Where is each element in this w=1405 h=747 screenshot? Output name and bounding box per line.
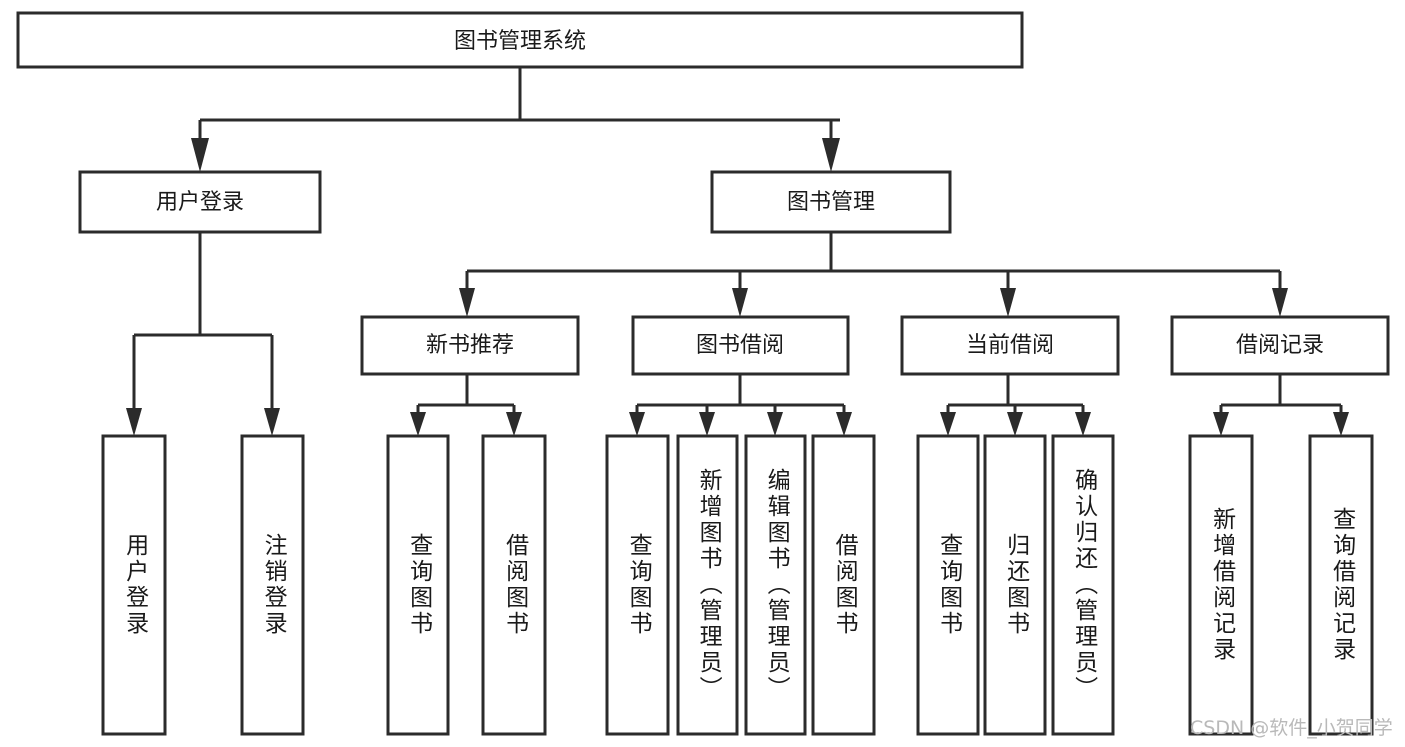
- node-book-management-label: 图书管理: [787, 190, 875, 215]
- arrowhead-to-book-borrow: [732, 288, 748, 317]
- node-book-borrow-label: 图书借阅: [696, 333, 784, 358]
- arrowhead-to-current-borrow: [1000, 288, 1016, 317]
- node-book-management[interactable]: 图书管理: [710, 170, 952, 234]
- node-borrow-record-label: 借阅记录: [1236, 333, 1324, 358]
- csdn-watermark: CSDN @软件_小贺同学: [1190, 717, 1393, 739]
- leaf-box-edit-book[interactable]: [744, 434, 807, 736]
- node-new-book-recommend-box[interactable]: [360, 315, 580, 376]
- arrowhead-to-borrow-record: [1272, 288, 1288, 317]
- connector-group-userlogin-to-leaves: [126, 232, 280, 436]
- node-user-login[interactable]: 用户登录: [78, 170, 322, 234]
- node-new-book-recommend[interactable]: 新书推荐: [360, 315, 580, 376]
- connector-group-currentborrow-to-leaves: [940, 374, 1091, 436]
- leaf-box-add-record[interactable]: [1188, 434, 1254, 736]
- arrowhead-to-leaf-edit-book: [767, 412, 783, 436]
- connector-group-borrowrecord-to-leaves: [1213, 374, 1349, 436]
- leaf-box-logout[interactable]: [240, 434, 305, 736]
- node-book-management-box[interactable]: [710, 170, 952, 234]
- leaf-box-borrow-book-2[interactable]: [811, 434, 876, 736]
- arrowhead-to-new-book-rec: [459, 288, 475, 317]
- node-book-borrow[interactable]: 图书借阅: [631, 315, 850, 376]
- connector-group-bookmgmt-to-level3: [459, 232, 1288, 317]
- node-root-box[interactable]: [16, 11, 1024, 69]
- node-borrow-record-box[interactable]: [1170, 315, 1390, 376]
- connector-group-root-to-level2: [191, 67, 840, 172]
- node-borrow-record[interactable]: 借阅记录: [1170, 315, 1390, 376]
- arrowhead-to-leaf-add-book: [699, 412, 715, 436]
- connector-group-bookborrow-to-leaves: [629, 374, 852, 436]
- arrowhead-to-leaf-confirm-return: [1075, 412, 1091, 436]
- arrowhead-to-leaf-query-book-2: [629, 412, 645, 436]
- arrowhead-to-leaf-user-login: [126, 408, 142, 436]
- node-root[interactable]: 图书管理系统: [16, 11, 1024, 69]
- arrowhead-to-leaf-query-book-1: [410, 412, 426, 436]
- leaf-box-borrow-book-1[interactable]: [481, 434, 547, 736]
- node-user-login-box[interactable]: [78, 170, 322, 234]
- leaf-box-query-book-1[interactable]: [386, 434, 450, 736]
- connector-group-newbookrec-to-leaves: [410, 374, 522, 436]
- arrowhead-to-leaf-logout: [264, 408, 280, 436]
- arrowhead-to-book-mgmt: [822, 138, 840, 172]
- arrowhead-to-leaf-return-book: [1007, 412, 1023, 436]
- arrowhead-to-leaf-query-record: [1333, 412, 1349, 436]
- node-root-label: 图书管理系统: [454, 29, 586, 54]
- arrowhead-to-leaf-query-book-3: [940, 412, 956, 436]
- leaf-box-user-login[interactable]: [101, 434, 167, 736]
- leaf-box-query-book-2[interactable]: [605, 434, 670, 736]
- arrowhead-to-leaf-borrow-book-1: [506, 412, 522, 436]
- node-user-login-label: 用户登录: [156, 190, 244, 215]
- node-current-borrow-box[interactable]: [900, 315, 1120, 376]
- leaf-box-confirm-return[interactable]: [1051, 434, 1115, 736]
- node-current-borrow-label: 当前借阅: [966, 333, 1054, 358]
- leaf-box-add-book[interactable]: [676, 434, 739, 736]
- arrowhead-to-leaf-add-record: [1213, 412, 1229, 436]
- node-current-borrow[interactable]: 当前借阅: [900, 315, 1120, 376]
- node-book-borrow-box[interactable]: [631, 315, 850, 376]
- leaf-box-group: [101, 434, 1374, 736]
- node-new-book-recommend-label: 新书推荐: [426, 333, 514, 358]
- leaf-box-return-book[interactable]: [983, 434, 1047, 736]
- arrowhead-to-user-login: [191, 138, 209, 172]
- arrowhead-to-leaf-borrow-book-2: [836, 412, 852, 436]
- leaf-box-query-record[interactable]: [1308, 434, 1374, 736]
- leaf-box-query-book-3[interactable]: [916, 434, 980, 736]
